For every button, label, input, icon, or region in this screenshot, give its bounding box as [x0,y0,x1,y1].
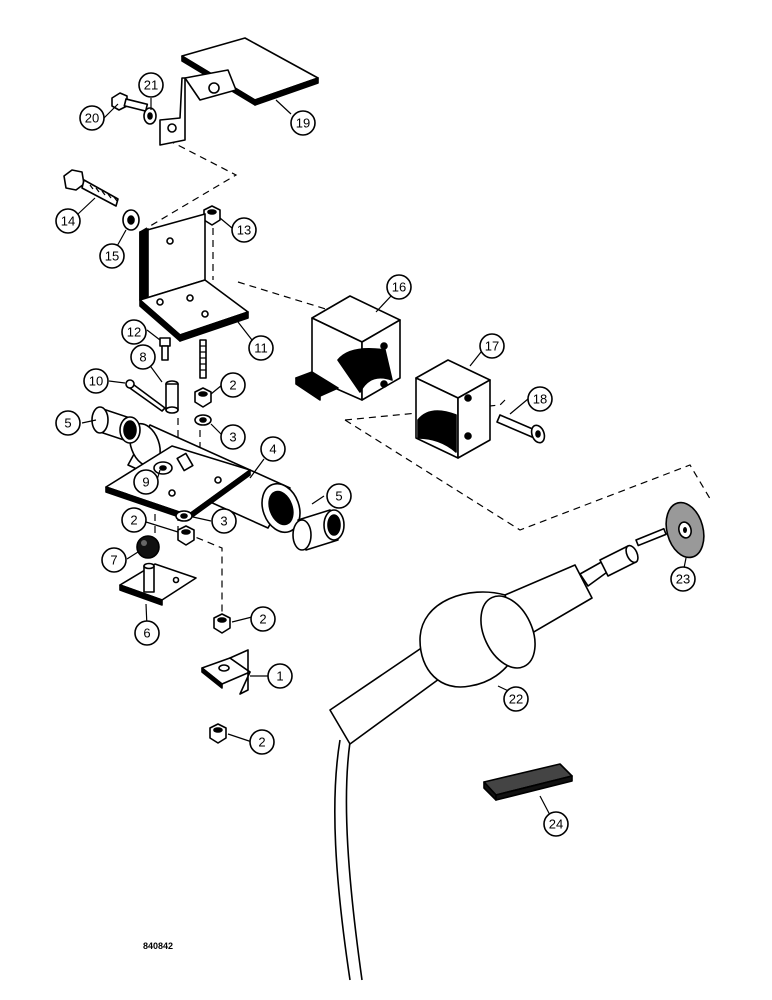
callout-7: 7 [101,547,127,573]
callout-15: 15 [99,243,125,269]
svg-text:21: 21 [144,78,158,93]
callout-6: 6 [134,620,160,646]
svg-text:19: 19 [296,116,310,131]
part-4-tube-assembly [105,422,301,534]
part-10-cotter-pin [125,379,166,412]
part-8-pin [165,380,179,414]
part-22-grinder-tool [329,527,667,981]
svg-text:15: 15 [105,249,119,264]
part-14-bolt [63,169,119,207]
callout-19: 19 [290,110,316,136]
callout-3b: 3 [211,508,237,534]
part-18-cap-screw [496,414,546,444]
svg-text:20: 20 [85,111,99,126]
svg-text:2: 2 [229,378,236,393]
svg-text:3: 3 [220,514,227,529]
svg-text:3: 3 [229,430,236,445]
part-15-washer [122,209,140,231]
callout-22: 22 [503,686,529,712]
svg-text:5: 5 [64,416,71,431]
part-2-nut-lower [177,525,195,546]
svg-text:5: 5 [335,489,342,504]
callout-17: 17 [479,333,505,359]
part-2-nut-c [213,613,231,634]
callout-23: 23 [670,566,696,592]
svg-text:24: 24 [549,817,563,832]
part-19-plate [159,37,319,146]
svg-text:1: 1 [276,669,283,684]
svg-text:9: 9 [142,475,149,490]
svg-text:2: 2 [259,612,266,627]
bracket-stud [199,339,207,379]
svg-text:22: 22 [509,692,523,707]
svg-text:2: 2 [130,513,137,528]
reference-code: 840842 [143,941,173,951]
part-2-nut-upper [194,387,212,408]
callout-10: 10 [83,368,109,394]
svg-text:17: 17 [485,339,499,354]
callout-3a: 3 [220,424,246,450]
svg-text:12: 12 [127,325,141,340]
callout-4: 4 [260,436,286,462]
svg-text:2: 2 [258,735,265,750]
part-9-washer [153,461,173,475]
callout-9: 9 [133,469,159,495]
callout-5a: 5 [55,410,81,436]
part-13-nut [203,205,221,226]
part-5-bushing-upper [91,406,141,444]
callout-13: 13 [231,217,257,243]
callout-5b: 5 [326,483,352,509]
callout-12: 12 [121,319,147,345]
svg-text:18: 18 [533,392,547,407]
svg-text:16: 16 [392,280,406,295]
part-3-washer-upper [194,414,212,426]
callout-11: 11 [248,335,274,361]
callout-24: 24 [543,811,569,837]
callout-20: 20 [79,105,105,131]
part-5-bushing-lower [292,509,345,551]
part-17-block [415,359,491,459]
callout-2d: 2 [249,729,275,755]
callout-1: 1 [267,663,293,689]
callout-14: 14 [55,208,81,234]
callout-8: 8 [130,344,156,370]
part-7-ball-knob [136,535,160,559]
callout-21: 21 [138,72,164,98]
svg-text:14: 14 [61,214,75,229]
svg-text:10: 10 [89,374,103,389]
part-20-bolt [111,92,149,112]
part-3-washer-lower [175,510,193,522]
callout-16: 16 [386,274,412,300]
svg-text:13: 13 [237,223,251,238]
callout-18: 18 [527,386,553,412]
svg-text:23: 23 [676,572,690,587]
part-1-bracket [201,649,251,695]
part-24-dressing-stone [483,763,573,801]
svg-text:8: 8 [139,350,146,365]
part-16-block [295,295,401,401]
callout-2a: 2 [220,372,246,398]
callout-2b: 2 [121,507,147,533]
callout-2c: 2 [250,606,276,632]
part-2-nut-d [209,723,227,744]
part-12-bolt [159,337,171,361]
part-11-angle-bracket [139,213,249,342]
svg-text:11: 11 [254,341,268,356]
svg-text:7: 7 [110,553,117,568]
part-23-grinding-wheel [665,501,705,559]
svg-text:6: 6 [143,626,150,641]
svg-text:4: 4 [269,442,276,457]
part-21-washer [143,107,157,125]
part-6-stud-plate [119,562,197,606]
